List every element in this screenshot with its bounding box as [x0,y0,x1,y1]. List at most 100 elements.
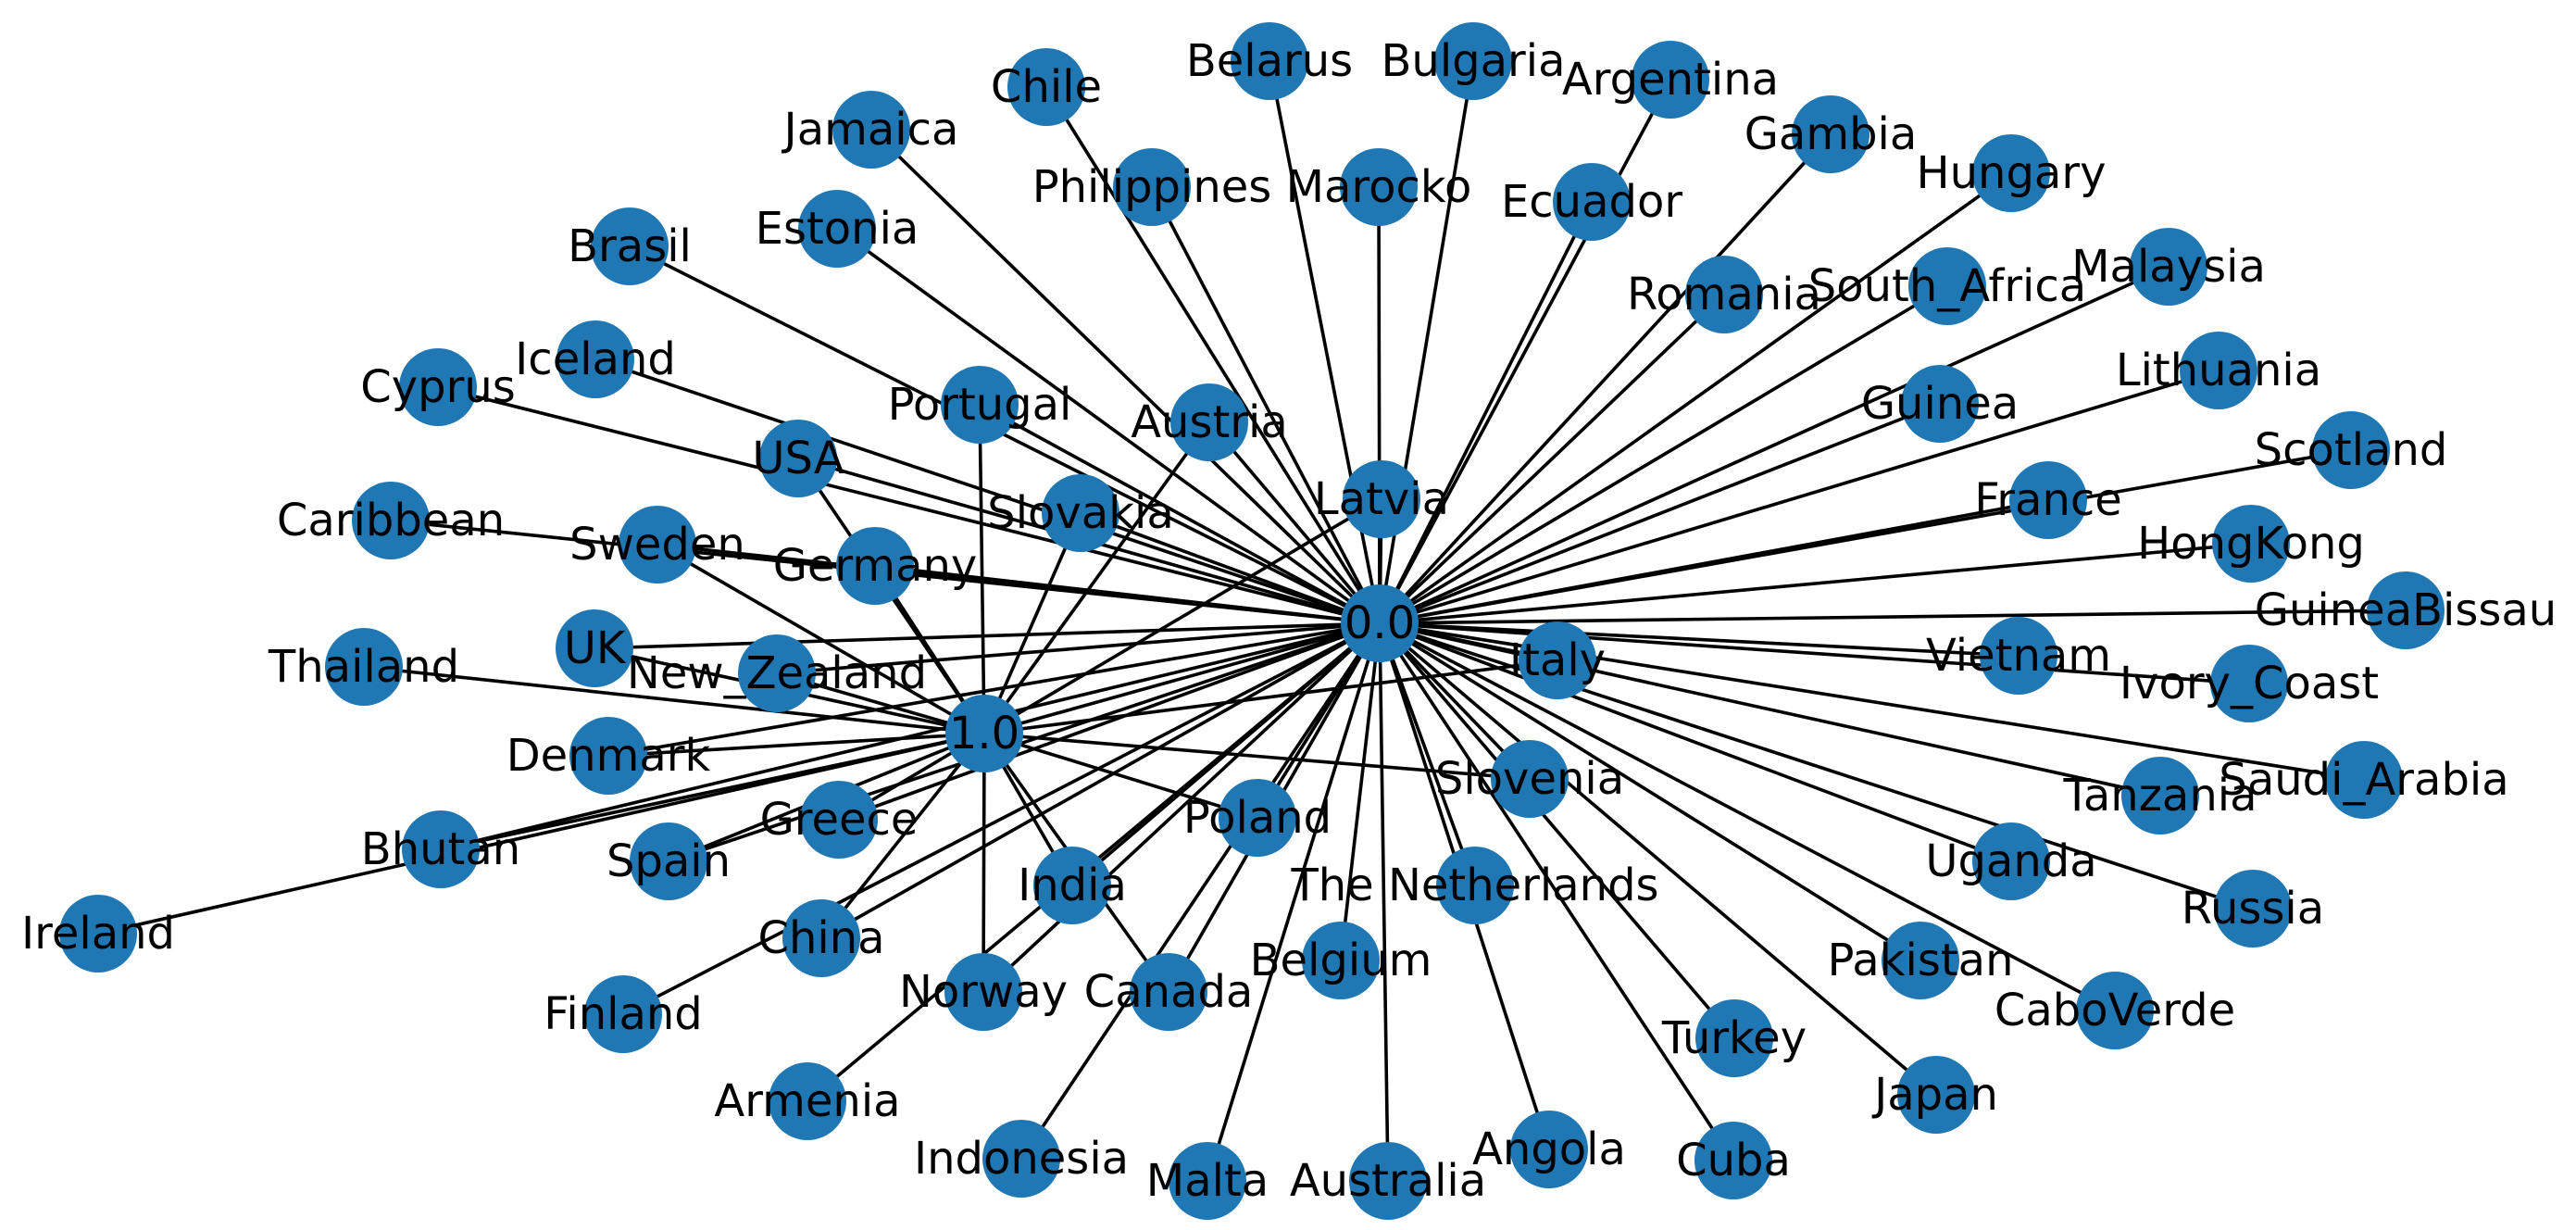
node-caribbean [352,482,430,559]
node-uganda [1972,822,2050,900]
node-label-jamaica: Jamaica [782,104,959,156]
node-latvia [1343,460,1420,538]
node-label-ecuador: Ecuador [1501,176,1682,228]
node-label-south-africa: South_Africa [1808,260,2086,312]
edge-0-0-austria [1207,420,1382,625]
node-australia [1349,1142,1427,1220]
node-spain [630,822,707,900]
node-uk [556,609,633,687]
edge-0-0-argentina [1378,79,1672,624]
node-marocko [1340,148,1418,226]
edge-1-0-china [819,732,986,940]
node-ireland [59,895,137,973]
node-bhutan [402,810,480,888]
node-label-thailand: Thailand [268,641,459,693]
node-label-hongkong: HongKong [2137,518,2365,570]
edge-0-0-japan [1378,621,1938,1097]
node-label-finland: Finland [544,988,703,1040]
node-indonesia [982,1120,1060,1198]
node-malaysia [2130,228,2207,306]
node-argentina [1632,41,1709,119]
node-label-belarus: Belarus [1186,35,1353,87]
node-label-usa: USA [752,433,844,484]
node-france [2009,461,2087,539]
edge-0-0-new-zealand [776,621,1381,675]
node-label-bulgaria: Bulgaria [1381,35,1565,87]
node-label-norway: Norway [899,966,1068,1018]
edge-1-0-denmark [607,732,985,758]
node-label-germany: Germany [773,540,978,592]
edge-1-0-italy [983,659,1558,735]
node-label-vietnam: Vietnam [1926,630,2111,682]
edge-0-0-jamaica [869,128,1382,625]
edge-0-0-guineabissau [1379,609,2407,625]
node-label-guinea: Guinea [1861,378,2019,430]
edge-0-0-cuba [1378,622,1735,1161]
node-label-tanzania: Tanzania [2063,770,2257,822]
node-cuba [1694,1122,1772,1199]
node-label-lithuania: Lithuania [2116,345,2321,396]
node-chile [1007,48,1085,126]
node-angola [1510,1111,1588,1188]
node-label-uk: UK [564,622,627,674]
node-canada [1130,953,1207,1031]
node-label-sweden: Sweden [569,519,745,571]
node-label-turkey: Turkey [1661,1012,1807,1064]
edge-0-0-lithuania [1379,369,2220,625]
node-lithuania [2180,332,2257,409]
node-label-philippines: Philippines [1032,161,1272,213]
node-portugal [941,366,1019,444]
edge-0-0-indonesia [1019,621,1382,1161]
edge-0-0-uganda [1379,621,2012,863]
node-label-argentina: Argentina [1562,54,1779,106]
edge-0-0-pakistan [1379,621,1921,962]
node-guinea [1901,365,1979,443]
node-label-bhutan: Bhutan [361,823,520,875]
node-label-france: France [1974,474,2122,526]
edge-0-0-marocko [1377,186,1382,624]
node-usa [759,420,837,497]
node-label-romania: Romania [1627,269,1821,320]
node-sweden [619,506,696,584]
node-label-canada: Canada [1084,966,1254,1018]
edge-1-0-norway [982,733,986,993]
node-saudi-arabia [2325,741,2403,819]
node-label-cuba: Cuba [1676,1135,1791,1186]
node-finland [584,975,662,1053]
edge-0-0-philippines [1150,186,1382,624]
edge-0-0-romania [1378,293,1726,625]
edge-1-0-ireland [97,732,985,935]
node-label-1-0: 1.0 [949,708,1019,759]
node-hongkong [2212,505,2290,583]
node-label-slovakia: Slovakia [987,487,1174,539]
node-india [1033,847,1111,924]
edge-0-0-denmark [607,621,1381,758]
node-china [782,899,860,977]
edge-1-0-poland [983,732,1258,820]
node-label-australia: Australia [1290,1155,1486,1207]
edge-0-0-france [1379,498,2049,625]
edge-1-0-slovenia [983,732,1531,781]
edge-1-0-sweden [657,543,985,735]
node-1-0 [945,695,1023,772]
node-label-estonia: Estonia [756,203,919,255]
node-tanzania [2121,757,2199,835]
node-slovenia [1491,740,1569,818]
edge-0-0-malta [1206,622,1382,1182]
edge-1-0-portugal [978,404,986,734]
node-label-latvia: Latvia [1314,473,1449,525]
node-hungary [1972,134,2050,212]
edge-0-0-south-africa [1379,284,1948,625]
edges-layer [97,60,2407,1182]
node-vietnam [1980,617,2057,695]
node-pakistan [1882,922,1959,999]
edge-1-0-slovakia [982,512,1082,734]
node-label-iceland: Iceland [515,333,676,385]
node-estonia [798,190,876,268]
node-label-saudi-arabia: Saudi_Arabia [2219,754,2508,806]
node-label-hungary: Hungary [1917,147,2107,199]
node-label-marocko: Marocko [1286,161,1472,213]
node-belarus [1231,22,1308,100]
